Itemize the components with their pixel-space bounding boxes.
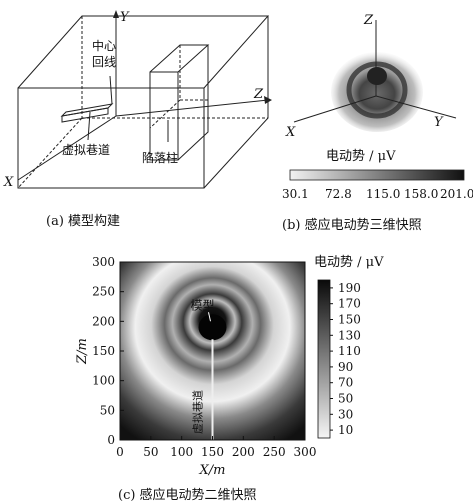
x-axis-label: X/m [199,463,226,478]
box-top-face [17,15,270,89]
colorbar-bar [317,279,331,439]
axis-z-label: Z [253,87,264,102]
b-axis-x-label: X [285,125,296,140]
box-hidden-edge [17,117,83,189]
virtual-tunnel-front [61,107,109,123]
panel-b-3d-snapshot: Z X Y 电动势 / μV 30.1 72.8 115.0 158.0 201… [282,13,473,201]
b-axis-y [375,95,457,119]
colorbar-tick-label: 30 [338,407,353,421]
emf-3d-core [367,67,387,85]
collapse-column-top [149,44,210,73]
axis-z-arrow [264,96,272,104]
colorbar-tick-label: 150 [338,313,361,327]
y-tick-label: 150 [92,344,115,358]
y-axis-label: Z/m [75,338,90,365]
b-colorbar-tick: 30.1 [282,187,309,201]
b-axis-x [293,95,377,123]
axis-y-label: Y [120,10,130,25]
colorbar-title: 电动势 / μV [314,254,384,270]
axis-x-line [17,115,117,181]
caption-c: (c) 感应电动势二维快照 [118,488,257,503]
panel-a-diagram: Y Z X 中心 回线 虚拟巷道 陷落柱 [3,10,272,190]
box-front-face [17,87,205,189]
colorbar-tick-label: 90 [338,360,353,374]
center-line-label-1: 中心 [92,38,116,53]
collapse-column-hidden [149,99,181,129]
colorbar-tick-label: 110 [338,344,361,358]
colorbar-tick-label: 70 [338,376,353,390]
emf-3d-ring [346,61,408,119]
colorbar-tick-label: 10 [338,423,353,437]
x-tick-label: 50 [143,445,158,459]
x-tick-label: 100 [170,445,193,459]
b-colorbar-tick: 158.0 [404,187,438,201]
collapse-column-side [177,45,209,161]
virtual-tunnel-vertical-label: 虚拟巷道 [191,390,205,434]
y-tick-label: 0 [107,433,115,447]
b-axis-y-label: Y [434,115,444,130]
caption-b: (b) 感应电动势三维快照 [282,218,422,233]
collapse-column-label: 陷落柱 [142,150,178,165]
center-line-label-2: 回线 [92,55,116,69]
axis-z-line [115,99,269,117]
y-tick-label: 100 [92,374,115,388]
tunnel-leader [87,111,91,141]
x-tick-label: 0 [116,445,124,459]
b-colorbar [289,169,465,181]
axis-x-label: X [3,175,14,190]
model-core [198,314,227,341]
axis-y-arrow [113,10,119,18]
model-label: 模型 [191,298,215,312]
center-line-leader [109,75,113,105]
b-colorbar-tick: 72.8 [325,187,352,201]
y-tick-label: 300 [92,255,115,269]
b-colorbar-tick: 201.0 [440,187,473,201]
y-tick-label: 250 [92,285,115,299]
y-tick-label: 50 [100,403,115,417]
box-right-face [203,16,269,189]
model-leader [208,312,211,322]
y-tick-label: 200 [92,314,115,328]
virtual-tunnel-label: 虚拟巷道 [62,143,110,157]
caption-a: (a) 模型构建 [46,214,121,229]
x-tick-label: 300 [294,445,317,459]
colorbar-tick-label: 170 [338,297,361,311]
colorbar-tick-label: 50 [338,392,353,406]
collapse-column-front [149,71,179,161]
colorbar-tick-label: 130 [338,328,361,342]
x-tick-label: 250 [263,445,286,459]
b-colorbar-tick: 115.0 [366,187,400,201]
b-colorbar-title: 电动势 / μV [326,148,396,164]
colorbar-tick-label: 190 [338,281,361,295]
x-tick-label: 150 [201,445,224,459]
b-axis-z-label: Z [363,13,374,28]
x-tick-label: 200 [232,445,255,459]
